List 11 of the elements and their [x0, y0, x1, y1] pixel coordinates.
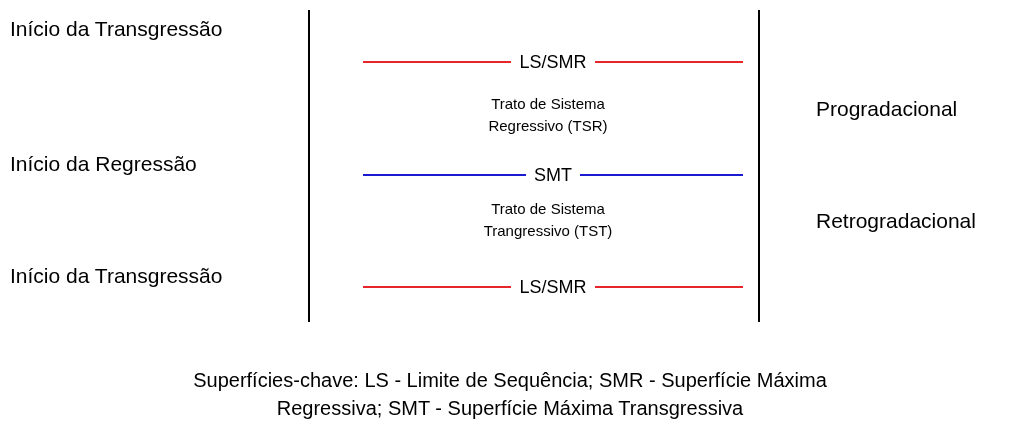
surface-label: LS/SMR	[519, 278, 587, 296]
caption: Superfícies-chave: LS - Limite de Sequência; SMR - Superfície Máxima Regressiva; SMT - Superfície Máxima Transgressiva	[193, 369, 827, 419]
surface-label: SMT	[534, 166, 572, 184]
stacking-pattern-label: Progradacional	[816, 96, 958, 120]
systems-tract-label: Trato de Sistema Regressivo (TSR)	[488, 95, 608, 134]
stage-label: Início da Transgressão	[10, 263, 223, 287]
surface-label: LS/SMR	[519, 53, 587, 71]
stacking-pattern-label: Retrogradacional	[816, 208, 976, 232]
stage-label: Início da Transgressão	[10, 16, 223, 40]
systems-tract-label: Trato de Sistema Trangressivo (TST)	[483, 200, 613, 239]
stage-label: Início da Regressão	[10, 151, 197, 175]
